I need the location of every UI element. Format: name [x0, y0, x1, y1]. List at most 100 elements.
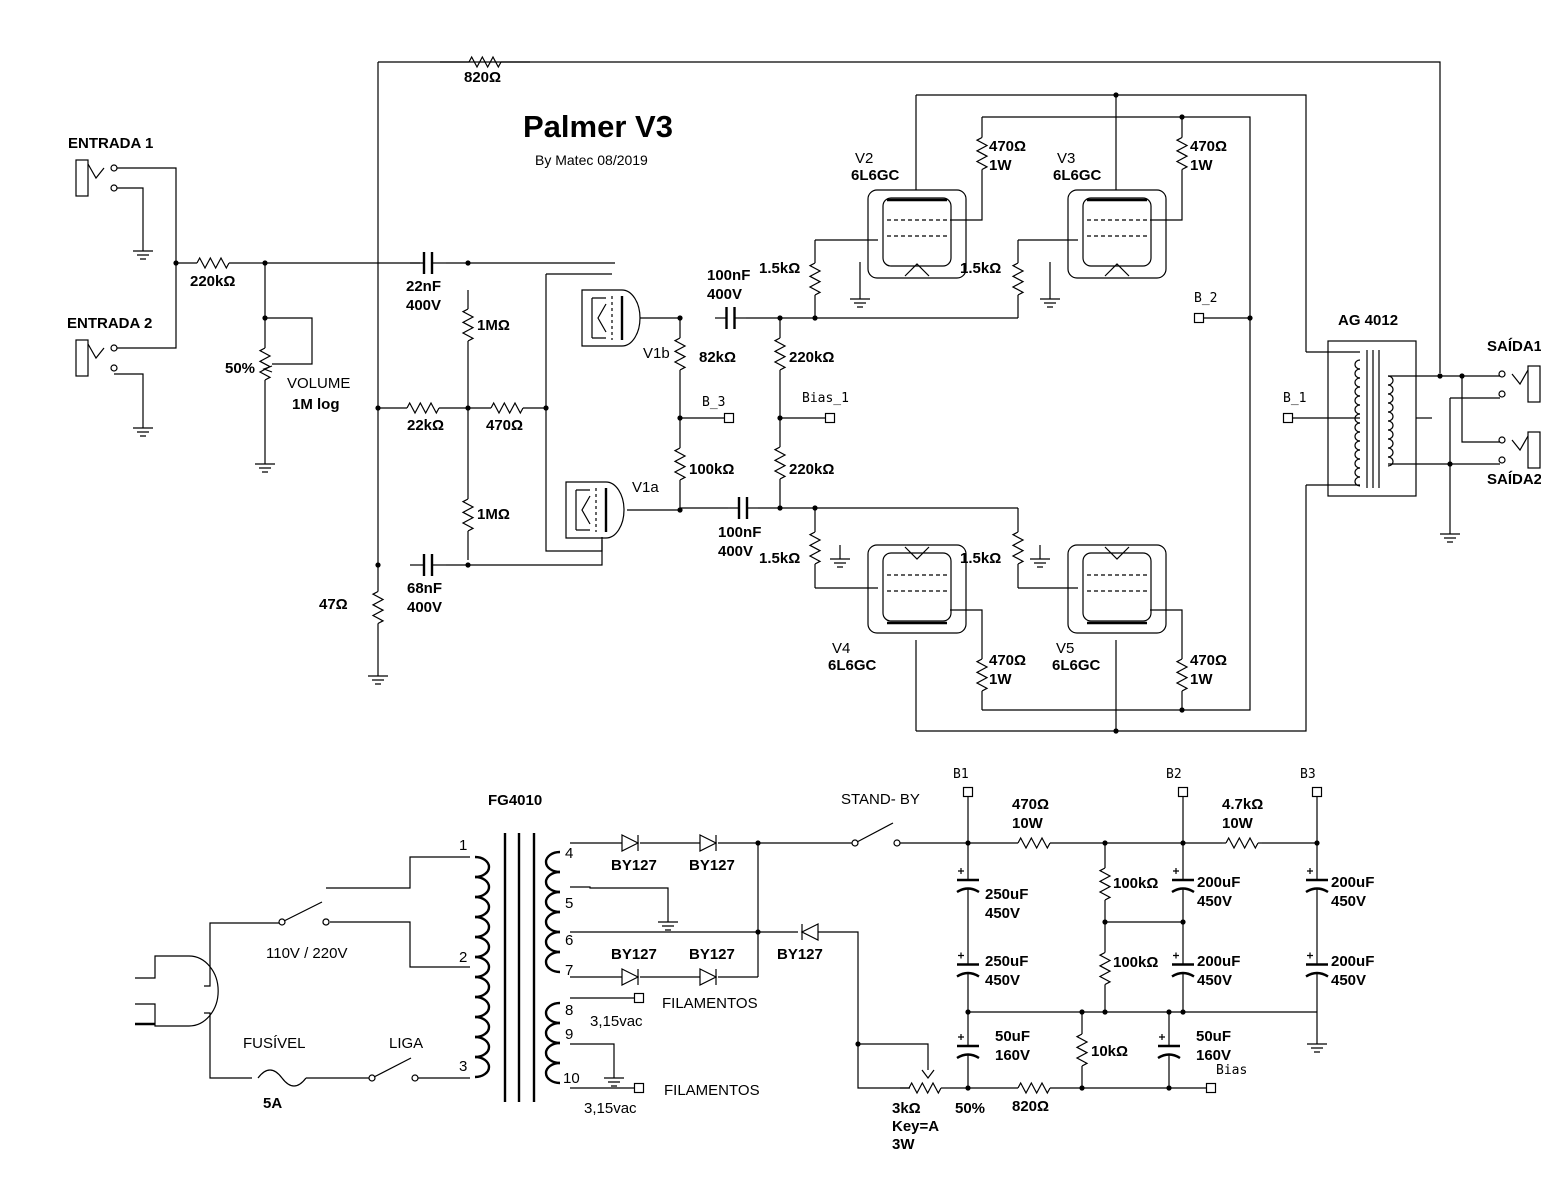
filter-cap-1-value: 250uF: [985, 886, 1028, 903]
ground-symbol: [133, 427, 153, 437]
schematic-subtitle: By Matec 08/2019: [535, 152, 648, 168]
input-2-label: ENTRADA 2: [67, 315, 152, 332]
junction-dot: [1079, 1009, 1085, 1015]
wire: [378, 61, 1441, 373]
wire: [950, 609, 983, 640]
power-switch-label: LIGA: [389, 1035, 423, 1052]
switch-contact: [322, 918, 330, 926]
primary-winding: [474, 995, 491, 1019]
junction-dot: [1179, 114, 1185, 120]
junction-dot: [855, 1041, 861, 1047]
triode-envelope: [565, 481, 625, 539]
polarity-mark: [1307, 868, 1313, 874]
wire: [114, 167, 177, 349]
pentode-envelope: [867, 544, 967, 634]
junction-dot: [677, 415, 683, 421]
jack-body: [75, 159, 89, 197]
wire: [330, 921, 470, 968]
polarity-mark: [1173, 868, 1179, 874]
resistor-symbol: [371, 590, 385, 625]
resistor-symbol: [673, 337, 687, 371]
bias-cap-1-voltage: 160V: [995, 1047, 1030, 1064]
output-2-label: SAÍDA2: [1487, 471, 1541, 488]
switch-lever: [283, 901, 323, 922]
cap-68nf-value: 68nF: [407, 580, 442, 597]
resistor-symbol: [808, 531, 822, 565]
pin-number: 1: [459, 837, 467, 854]
filter-cap-2-value: 250uF: [985, 953, 1028, 970]
resistor-symbol: [258, 347, 272, 381]
junction-dot: [262, 315, 268, 321]
junction-dot: [1166, 1009, 1172, 1015]
junction-dot: [777, 505, 783, 511]
grid-resistor-v3-label: 1.5kΩ: [960, 260, 1001, 277]
resistor-82k-label: 82kΩ: [699, 349, 736, 366]
bias-pot-key: Key=A: [892, 1118, 939, 1135]
wire: [204, 1012, 252, 1079]
cap-100nf-bottom-value: 100nF: [718, 524, 761, 541]
filter-cap-4-value: 200uF: [1197, 953, 1240, 970]
junction-dot: [1102, 919, 1108, 925]
bias-cap-1-value: 50uF: [995, 1028, 1030, 1045]
junction-dot: [1179, 707, 1185, 713]
switch-contact: [851, 839, 859, 847]
junction-dot: [1180, 919, 1186, 925]
capacitor-plate: [1171, 887, 1195, 894]
diode-symbol: [621, 968, 640, 986]
junction-dot: [1247, 315, 1253, 321]
polarity-mark: [1159, 1034, 1165, 1040]
power-transformer-label: FG4010: [488, 792, 542, 809]
junction-dot: [965, 1009, 971, 1015]
resistor-4k7-10w-power: 10W: [1222, 815, 1254, 832]
pin-number: 5: [565, 895, 573, 912]
grid-resistor-v4-label: 1.5kΩ: [759, 550, 800, 567]
filament-winding: [544, 1061, 561, 1085]
fuse-label: FUSÍVEL: [243, 1035, 306, 1052]
resistor-symbol: [196, 256, 230, 270]
pentode-envelope: [1067, 544, 1167, 634]
diode-symbol: [699, 834, 718, 852]
capacitor-plate: [1305, 971, 1329, 978]
grid-resistor-v2-label: 1.5kΩ: [759, 260, 800, 277]
balance-resistor-1-label: 100kΩ: [1113, 875, 1158, 892]
node-b1-label: B_1: [1283, 391, 1306, 406]
supply-node-b1-label: B1: [953, 767, 969, 782]
node-b3-label: B_3: [702, 395, 725, 410]
terminal-pad: [1311, 786, 1323, 798]
resistor-470-10w-value: 470Ω: [1012, 796, 1049, 813]
transformer-winding: [1387, 375, 1394, 386]
resistor-symbol: [1225, 836, 1259, 850]
junction-dot: [677, 507, 683, 513]
capacitor-symbol: [422, 554, 434, 576]
junction-dot: [777, 415, 783, 421]
jack-contact: [1511, 369, 1529, 386]
junction-dot: [1113, 728, 1119, 734]
tube-v5-type: 6L6GC: [1052, 657, 1101, 674]
supply-node-b3-label: B3: [1300, 767, 1316, 782]
wire: [570, 1043, 615, 1064]
terminal-pad: [1193, 312, 1205, 324]
filter-cap-6-value: 200uF: [1331, 953, 1374, 970]
wire: [446, 540, 603, 566]
resistor-4k7-10w-value: 4.7kΩ: [1222, 796, 1263, 813]
resistor-symbol: [461, 308, 475, 342]
fuse-symbol: [257, 1069, 307, 1087]
jack-contact: [87, 163, 105, 180]
pentode-envelope: [867, 189, 967, 279]
secondary-winding: [544, 850, 561, 874]
wire: [545, 274, 603, 552]
junction-dot: [465, 562, 471, 568]
resistor-symbol: [406, 401, 440, 415]
capacitor-symbol: [422, 252, 434, 274]
diode-symbol: [699, 968, 718, 986]
output-transformer-box: [1327, 340, 1417, 497]
plug-body: [135, 955, 219, 1027]
transformer-winding: [1354, 386, 1361, 397]
voltage-selector-label: 110V / 220V: [266, 945, 347, 962]
filament-winding: [544, 1001, 561, 1025]
junction-dot: [965, 1085, 971, 1091]
triode-cathode: [591, 297, 606, 339]
resistor-symbol: [975, 658, 989, 692]
transformer-winding: [1354, 377, 1361, 388]
